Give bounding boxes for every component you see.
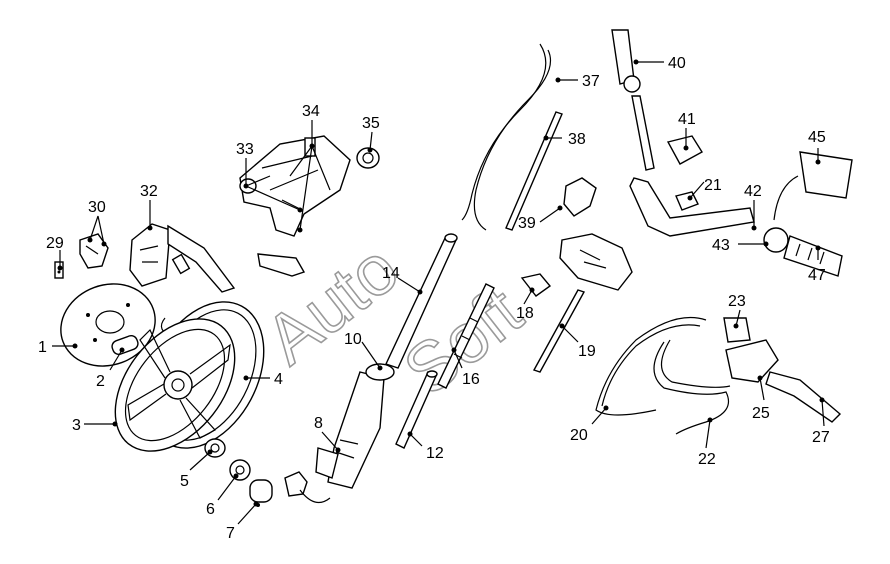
grip-sleeve-43 (763, 227, 789, 253)
callout-30: 30 (88, 199, 106, 216)
callout-40: 40 (668, 55, 686, 72)
callout-33: 33 (236, 141, 254, 158)
pad-plate (257, 253, 306, 277)
fork-slider-8-10 (315, 363, 395, 489)
callout-22: 22 (698, 451, 716, 468)
callout-14: 14 (382, 265, 400, 282)
bar-42 (629, 177, 755, 237)
callout-19: 19 (578, 343, 596, 360)
hose-20 (595, 316, 707, 416)
clamp-21 (675, 191, 699, 211)
callout-34: 34 (302, 103, 320, 120)
callout-4: 4 (274, 371, 283, 388)
callout-29: 29 (46, 235, 64, 252)
caliper-bracket (167, 224, 236, 293)
callout-18: 18 (516, 305, 534, 322)
hose-22 (653, 339, 731, 435)
callout-1: 1 (38, 339, 47, 356)
callout-38: 38 (568, 131, 586, 148)
clip-18 (520, 273, 552, 297)
bush-7 (249, 479, 273, 507)
callout-labels: 1 2 3 4 5 6 7 8 10 12 14 16 18 19 20 21 … (38, 55, 830, 542)
callout-43: 43 (712, 237, 730, 254)
cap-35 (356, 147, 380, 169)
callout-32: 32 (140, 183, 158, 200)
reservoir-23 (723, 317, 751, 343)
fork-tube-14 (385, 233, 458, 369)
bar-end-40 (611, 29, 641, 93)
handlebar (631, 95, 655, 171)
callout-45: 45 (808, 129, 826, 146)
wheel-spacer (111, 334, 139, 356)
callout-5: 5 (180, 473, 189, 490)
callout-10: 10 (344, 331, 362, 348)
mirror-45 (773, 151, 853, 221)
callout-12: 12 (426, 445, 444, 462)
housing-assembly (559, 233, 633, 291)
cable-37 (461, 43, 552, 231)
caliper-33-34 (239, 135, 351, 237)
callout-21: 21 (704, 177, 722, 194)
callout-8: 8 (314, 415, 323, 432)
callout-7: 7 (226, 525, 235, 542)
watermark-line1: Auto (251, 229, 412, 379)
callout-16: 16 (462, 371, 480, 388)
callout-3: 3 (72, 417, 81, 434)
callout-27: 27 (812, 429, 830, 446)
hose-38 (505, 111, 563, 231)
switch-39 (563, 177, 597, 217)
callout-39: 39 (518, 215, 536, 232)
callout-37: 37 (582, 73, 600, 90)
speedo-drive (284, 471, 331, 504)
callout-2: 2 (96, 373, 105, 390)
grip-47 (783, 235, 843, 277)
damper-rod-12 (395, 370, 438, 449)
callout-20: 20 (570, 427, 588, 444)
callout-6: 6 (206, 501, 215, 518)
brake-lever-27 (765, 371, 842, 423)
callout-41: 41 (678, 111, 696, 128)
master-cylinder-25 (725, 339, 779, 383)
callout-47: 47 (808, 267, 826, 284)
callout-23: 23 (728, 293, 746, 310)
callout-42: 42 (744, 183, 762, 200)
leader-lines (52, 59, 825, 525)
caliper-32 (129, 223, 171, 287)
hose-19 (532, 289, 586, 373)
wheel-rim (114, 318, 236, 452)
callout-35: 35 (362, 115, 380, 132)
seal-6 (229, 459, 251, 481)
pads-30 (79, 233, 109, 269)
callout-25: 25 (752, 405, 770, 422)
